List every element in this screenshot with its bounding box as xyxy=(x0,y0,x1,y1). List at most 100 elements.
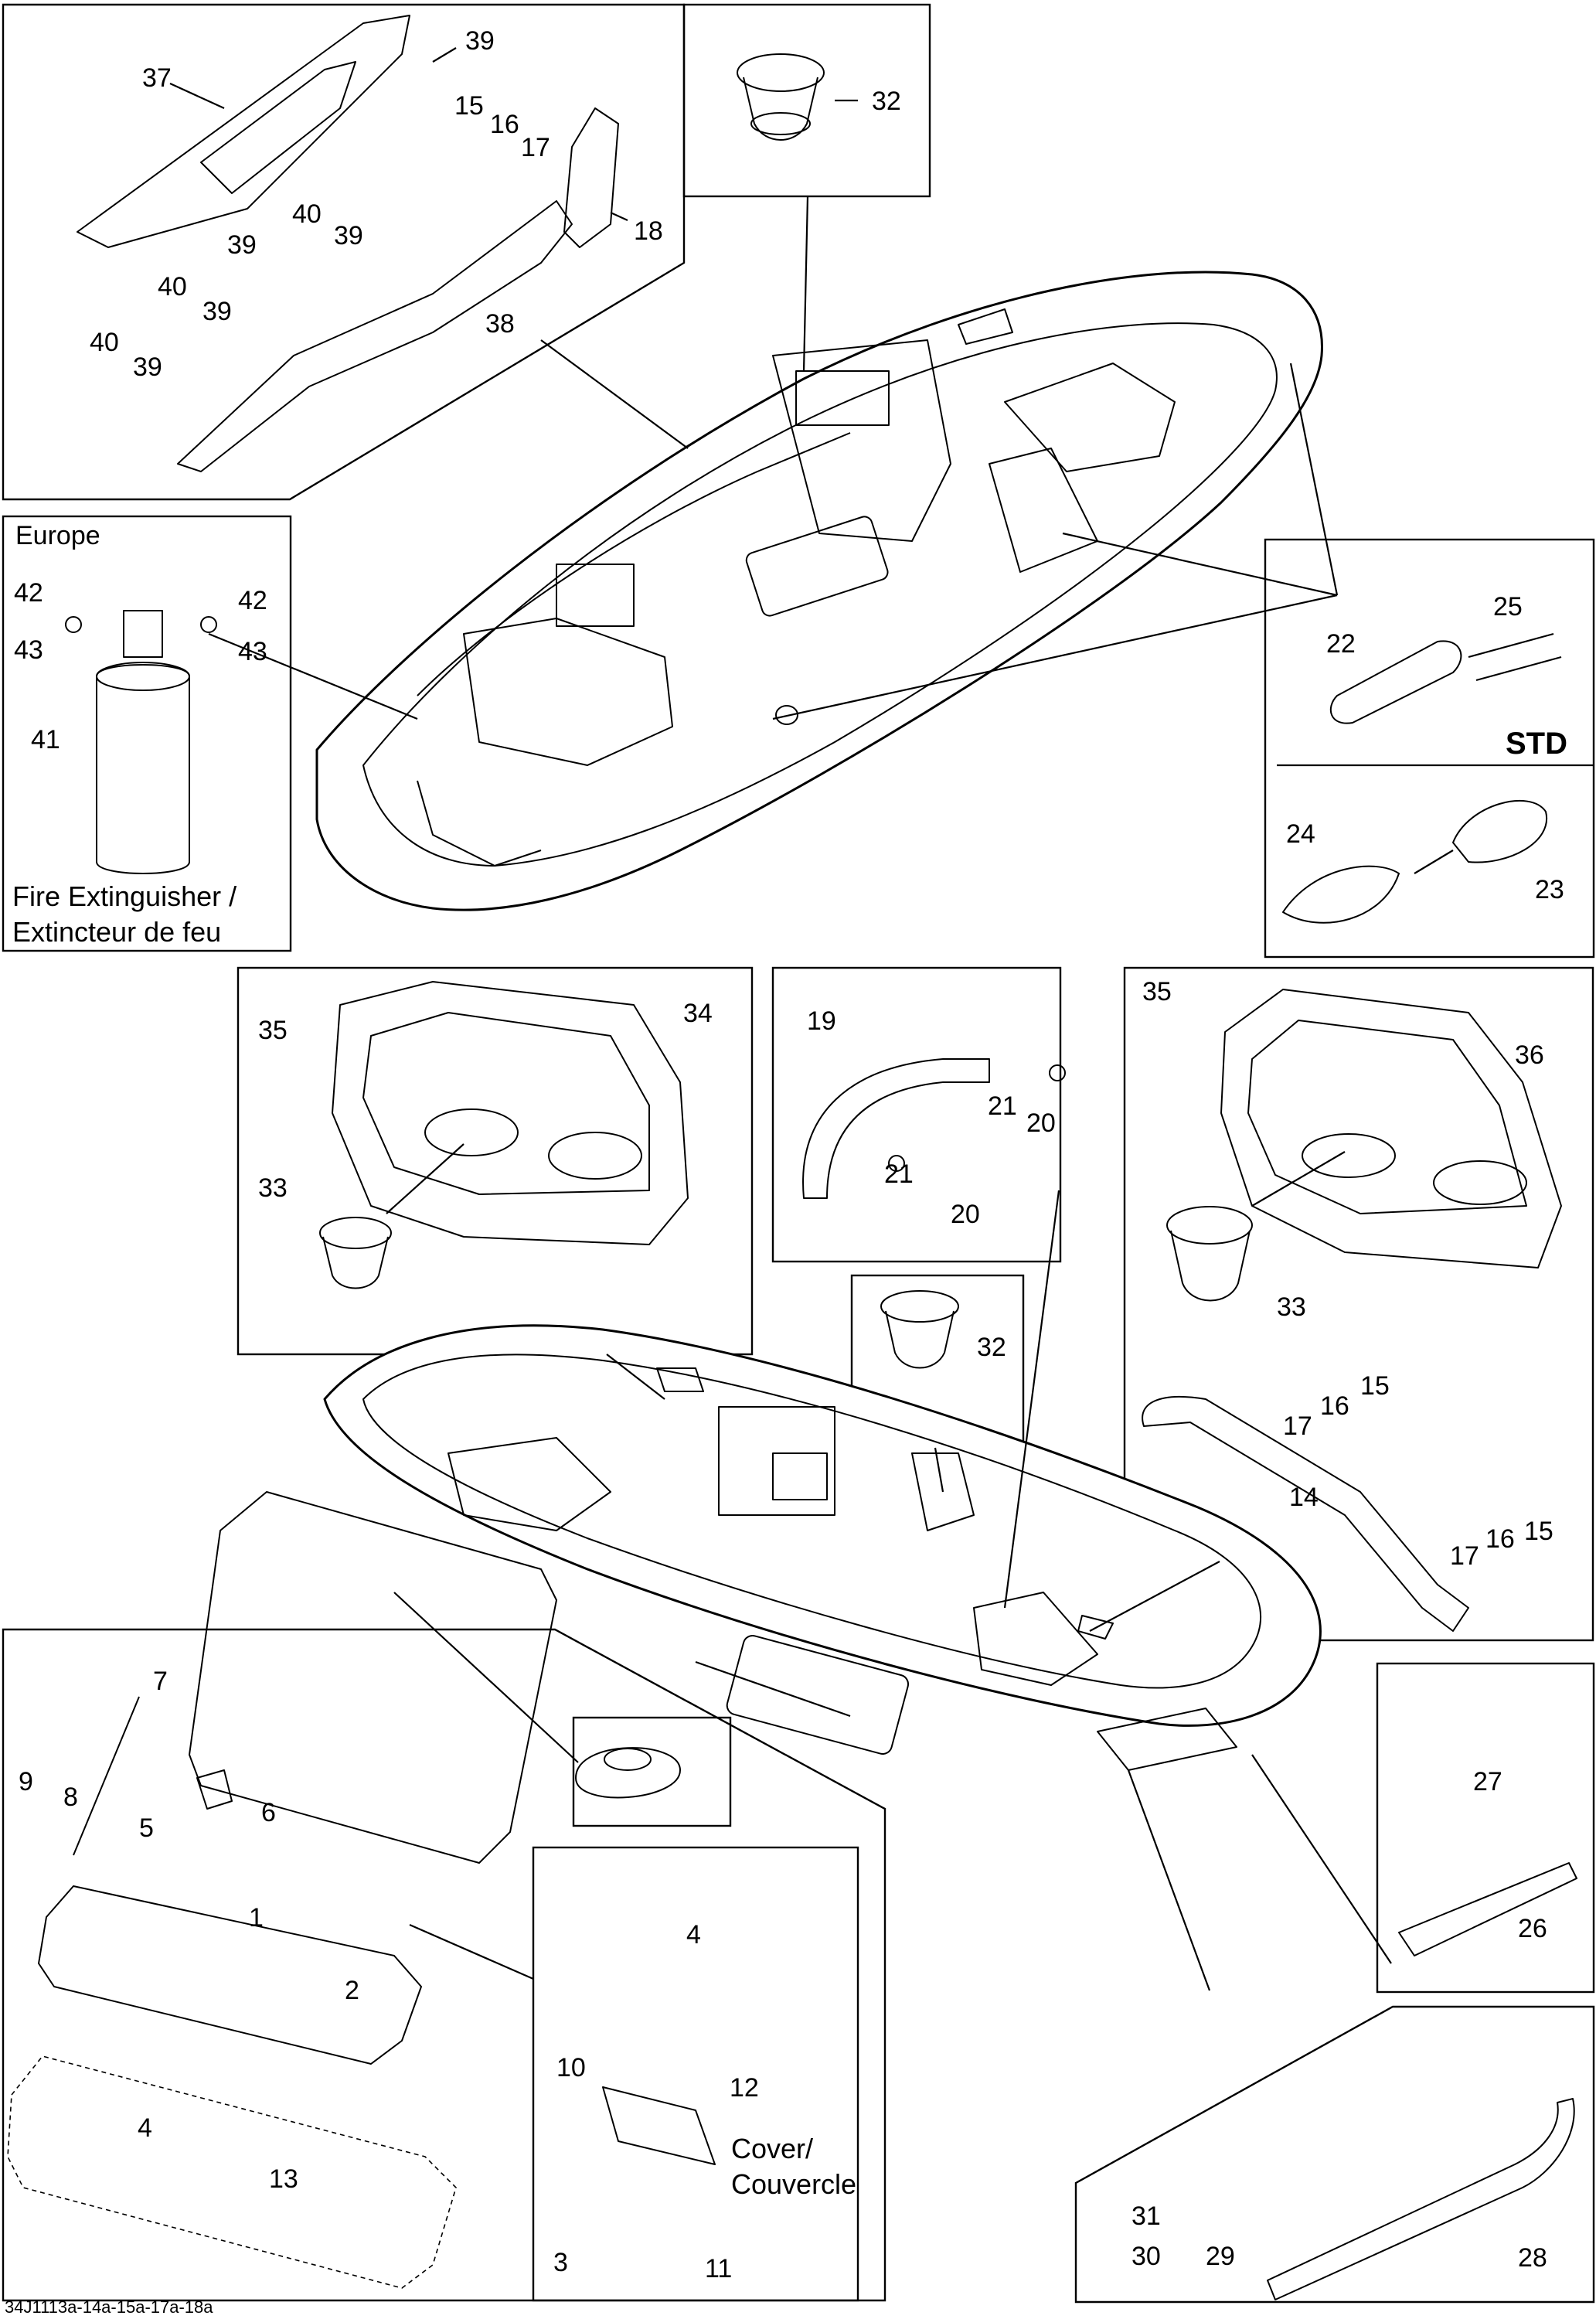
callout-16: 16 xyxy=(1320,1391,1349,1421)
callout-2: 2 xyxy=(345,1976,359,2005)
panel-tow-bar xyxy=(1074,2005,1595,2304)
tow-bar-28 xyxy=(1267,2098,1575,2300)
callout-30: 30 xyxy=(1131,2242,1161,2271)
panel-fire-extinguisher xyxy=(2,515,292,952)
callout-3: 3 xyxy=(553,2248,568,2277)
cup-holder-33-left xyxy=(319,1217,392,1249)
callout-15: 15 xyxy=(454,91,484,121)
callout-12: 12 xyxy=(730,2073,759,2103)
callout-8: 8 xyxy=(63,1783,78,1812)
callout-4: 4 xyxy=(138,2113,152,2143)
light-23 xyxy=(1452,800,1548,863)
callouts: 37 39 15 16 17 18 40 39 39 40 39 40 39 3… xyxy=(14,26,1564,2283)
panel-hatch xyxy=(2,1628,886,2302)
panel-cover-hinge xyxy=(532,1846,859,2302)
callout-37: 37 xyxy=(142,63,172,93)
callout-17: 17 xyxy=(521,133,550,162)
label-extinguisher-2: Extincteur de feu xyxy=(12,916,221,948)
callout-17: 17 xyxy=(1283,1411,1312,1441)
footer-drawing-code: 34J1113a-14a-15a-17a-18a xyxy=(5,2297,213,2317)
gas-spring-5 xyxy=(73,1696,140,1856)
callout-33: 33 xyxy=(258,1173,288,1203)
callout-38: 38 xyxy=(485,309,515,339)
hatch-gasket-2 xyxy=(38,1885,422,2065)
panel-console-right xyxy=(1123,966,1594,1642)
callout-4: 4 xyxy=(686,1920,701,1950)
callout-16: 16 xyxy=(1485,1524,1515,1554)
callout-17: 17 xyxy=(1450,1541,1479,1571)
callout-43: 43 xyxy=(238,637,267,666)
callout-27: 27 xyxy=(1473,1767,1502,1796)
grab-handle-19 xyxy=(802,1058,990,1199)
gasket-24 xyxy=(1282,865,1400,924)
callout-22: 22 xyxy=(1326,629,1356,659)
hatch-seal xyxy=(7,2055,457,2289)
callout-24: 24 xyxy=(1286,819,1315,849)
callout-42: 42 xyxy=(238,586,267,615)
callout-7: 7 xyxy=(153,1667,168,1696)
leader-lines xyxy=(169,47,1392,1991)
callout-26: 26 xyxy=(1518,1914,1547,1943)
panel-cleats xyxy=(1264,538,1595,959)
cup-holder-32-mid xyxy=(880,1290,959,1323)
seal-18 xyxy=(563,107,619,248)
hinge-6 xyxy=(196,1769,233,1810)
callout-9: 9 xyxy=(19,1767,33,1796)
callout-36: 36 xyxy=(1515,1040,1544,1070)
storage-tray-38 xyxy=(177,200,573,472)
callout-28: 28 xyxy=(1518,2243,1547,2273)
callout-40: 40 xyxy=(158,272,187,301)
grab-handle-14 xyxy=(1142,1396,1469,1632)
callout-16: 16 xyxy=(490,110,519,139)
panel-bumper-cleat xyxy=(1376,1662,1595,1994)
latch-4 xyxy=(575,1747,681,1799)
callout-20: 20 xyxy=(951,1200,980,1229)
callout-21: 21 xyxy=(884,1160,914,1189)
callout-15: 15 xyxy=(1524,1517,1553,1546)
cleat-22 xyxy=(1329,640,1462,724)
label-std: STD xyxy=(1506,727,1567,761)
boat-upper-view xyxy=(315,271,1323,911)
bumper-26 xyxy=(1398,1862,1577,1956)
callout-43: 43 xyxy=(14,635,43,665)
panel-storage-cover xyxy=(2,3,686,501)
callout-39: 39 xyxy=(465,26,495,56)
console-36 xyxy=(1220,989,1562,1268)
callout-14: 14 xyxy=(1289,1483,1319,1512)
label-europe: Europe xyxy=(15,521,100,550)
callout-15: 15 xyxy=(1360,1371,1390,1401)
callout-6: 6 xyxy=(261,1798,276,1827)
callout-39: 39 xyxy=(334,221,363,250)
callout-5: 5 xyxy=(139,1813,154,1843)
cup-holder-32-top xyxy=(737,53,825,92)
callout-33: 33 xyxy=(1277,1292,1306,1322)
callout-39: 39 xyxy=(133,352,162,382)
label-cover-1: Cover/ xyxy=(731,2133,813,2164)
callout-32: 32 xyxy=(977,1333,1006,1362)
panel-grab-handle xyxy=(771,966,1062,1263)
callout-32: 32 xyxy=(872,87,901,116)
callout-35: 35 xyxy=(1142,977,1172,1006)
callout-11: 11 xyxy=(705,2254,732,2283)
console-34 xyxy=(332,981,689,1245)
callout-25: 25 xyxy=(1493,592,1523,621)
callout-42: 42 xyxy=(14,578,43,608)
callout-39: 39 xyxy=(227,230,257,260)
callout-1: 1 xyxy=(249,1903,264,1932)
label-cover-2: Couvercle xyxy=(731,2168,856,2200)
panel-console-left xyxy=(237,966,754,1356)
hatch-lid-1 xyxy=(189,1491,557,1864)
callout-40: 40 xyxy=(292,199,322,229)
callout-23: 23 xyxy=(1535,875,1564,904)
callout-40: 40 xyxy=(90,328,119,357)
callout-39: 39 xyxy=(202,297,232,326)
hinge-10 xyxy=(602,2086,716,2165)
panel-borders xyxy=(2,3,1595,2304)
callout-31: 31 xyxy=(1131,2202,1161,2231)
storage-cover-37 xyxy=(77,15,410,248)
callout-29: 29 xyxy=(1206,2242,1235,2271)
label-extinguisher-1: Fire Extinguisher / xyxy=(12,880,237,912)
callout-18: 18 xyxy=(634,216,663,246)
callout-35: 35 xyxy=(258,1016,288,1045)
callout-34: 34 xyxy=(683,999,713,1028)
